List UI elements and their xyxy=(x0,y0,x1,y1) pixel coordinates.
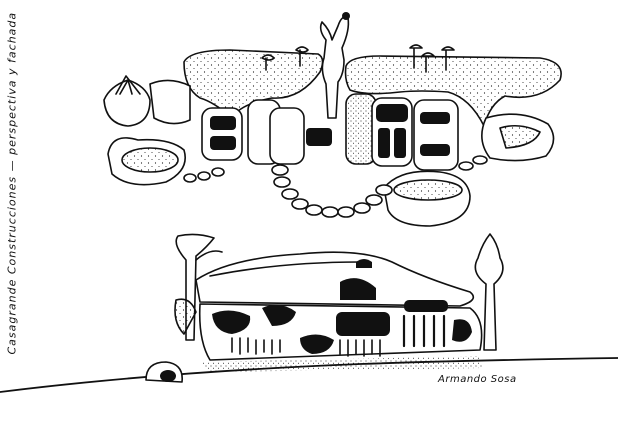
left-roof xyxy=(183,49,324,119)
kiosk xyxy=(103,79,151,127)
elevation-roof xyxy=(195,251,475,307)
center-tower xyxy=(319,16,350,119)
perspective-view xyxy=(103,12,562,227)
artist-signature: Armando Sosa xyxy=(438,374,517,385)
elevation-view xyxy=(0,233,618,393)
left-tree xyxy=(175,233,215,341)
stepping-stones xyxy=(183,155,488,218)
chimney xyxy=(295,46,309,67)
right-tree xyxy=(474,233,504,351)
kiosk-2 xyxy=(149,79,191,125)
chimney xyxy=(409,44,423,69)
chimney xyxy=(261,54,275,71)
chimney xyxy=(441,46,455,71)
chimney xyxy=(421,52,435,73)
vertical-caption: Casagrande Construcciones — perspectiva … xyxy=(5,11,19,355)
